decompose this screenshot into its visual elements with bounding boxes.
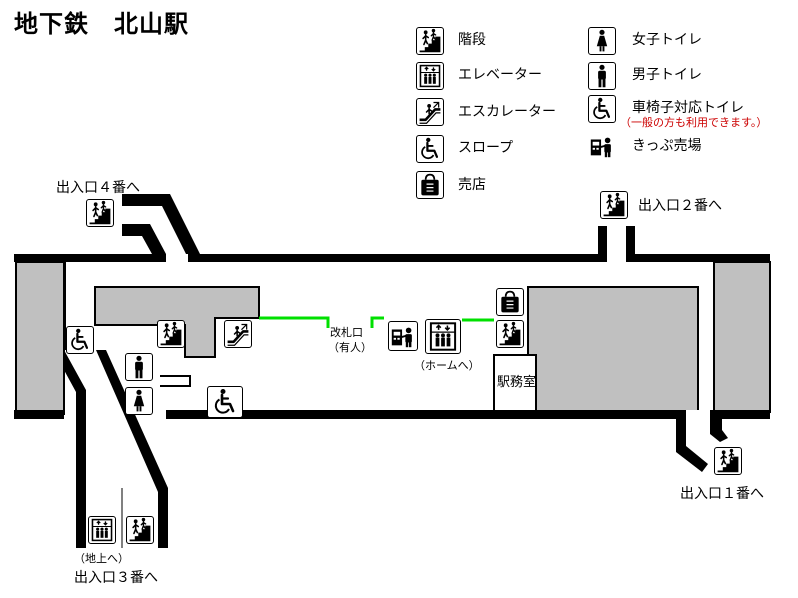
- station-office-label: 駅務室: [497, 375, 537, 390]
- ticket-gate-line-left: [259, 316, 330, 328]
- legend-shop-icon: [416, 171, 444, 199]
- exit4-opening-mask: [166, 254, 188, 262]
- legend-stairs-icon: [416, 27, 444, 55]
- exit1-label: 出入口１番へ: [680, 486, 764, 502]
- exit2-opening-mask: [607, 254, 626, 262]
- legend-escalator-label: エスカレーター: [458, 104, 556, 120]
- legend-ticket-machine-icon: [588, 132, 616, 160]
- concourse-bottom-wall: [166, 410, 696, 419]
- exit3-corridor-left: [64, 350, 86, 548]
- concourse-stairs-icon: [157, 320, 185, 348]
- legend-elevator-icon: [416, 62, 444, 90]
- toilet-partition-inner: [182, 378, 188, 384]
- legend-accessible-toilet-icon: [588, 95, 616, 123]
- men-toilet-icon: [125, 353, 153, 381]
- legend-escalator-icon: [416, 98, 444, 126]
- concourse-top-wall: [14, 254, 770, 262]
- bottom-wall-right: [696, 410, 770, 419]
- exit1-stairs-icon: [714, 447, 742, 475]
- ticket-machine-icon: [388, 321, 418, 351]
- legend-shop-label: 売店: [458, 177, 486, 193]
- ticket-gate-label: 改札口: [330, 326, 363, 339]
- legend-stairs-label: 階段: [458, 32, 486, 48]
- left-wall: [64, 262, 66, 350]
- far-right-gray-block: [713, 261, 771, 413]
- women-toilet-icon: [125, 387, 153, 415]
- legend-woman-icon: [588, 27, 616, 55]
- legend-accessible-toilet-label: 車椅子対応トイレ: [632, 100, 744, 116]
- accessible-toilet-icon: [207, 386, 243, 418]
- ticket-gate-note: （有人）: [328, 341, 372, 354]
- exit3-label: 出入口３番へ: [74, 570, 158, 586]
- slope-left-icon: [66, 326, 94, 354]
- to-ground-label: （地上へ）: [74, 552, 129, 565]
- to-platform-label: （ホームへ）: [414, 359, 480, 372]
- right-gray-block: [527, 286, 699, 412]
- exit4-stairs-icon: [86, 199, 114, 227]
- legend-men-toilet-label: 男子トイレ: [632, 67, 702, 83]
- exit3-corridor-right: [96, 350, 168, 548]
- exit2-corridor-left: [598, 226, 607, 256]
- page-title: 地下鉄 北山駅: [14, 10, 189, 38]
- exit1-corridor-left: [676, 419, 708, 472]
- toilet-partition: [160, 375, 191, 387]
- exit1-corridor-right: [710, 419, 728, 442]
- legend-women-toilet-label: 女子トイレ: [632, 32, 702, 48]
- legend-accessible-toilet-note: （一般の方も利用できます。）: [620, 116, 768, 129]
- exit3-elevator-icon: [88, 516, 116, 544]
- exit2-stairs-icon: [600, 191, 628, 219]
- station-office-room: [493, 354, 537, 412]
- exit4-corridor-outer: [122, 194, 200, 254]
- exit3-stairs-icon: [126, 516, 154, 544]
- exit4-label: 出入口４番へ: [56, 180, 140, 196]
- exit4-corridor-inner: [122, 224, 166, 254]
- legend-slope-label: スロープ: [458, 140, 514, 156]
- platform-elevator-icon: [425, 319, 461, 354]
- legend-man-icon: [588, 62, 616, 90]
- legend-ticket-label: きっぷ売場: [632, 138, 702, 154]
- exit2-label: 出入口２番へ: [638, 198, 722, 214]
- exit2-corridor-right: [626, 226, 635, 256]
- legend-elevator-label: エレベーター: [458, 67, 542, 83]
- ticket-gate-line-right: [370, 316, 384, 328]
- bottom-wall-left: [14, 410, 64, 419]
- legend-slope-icon: [416, 135, 444, 163]
- platform-stairs-icon: [496, 320, 524, 348]
- shop-icon: [496, 288, 524, 316]
- left-gray-block: [15, 261, 65, 415]
- exit1-opening-mask: [686, 410, 710, 419]
- concourse-escalator-icon: [224, 320, 252, 348]
